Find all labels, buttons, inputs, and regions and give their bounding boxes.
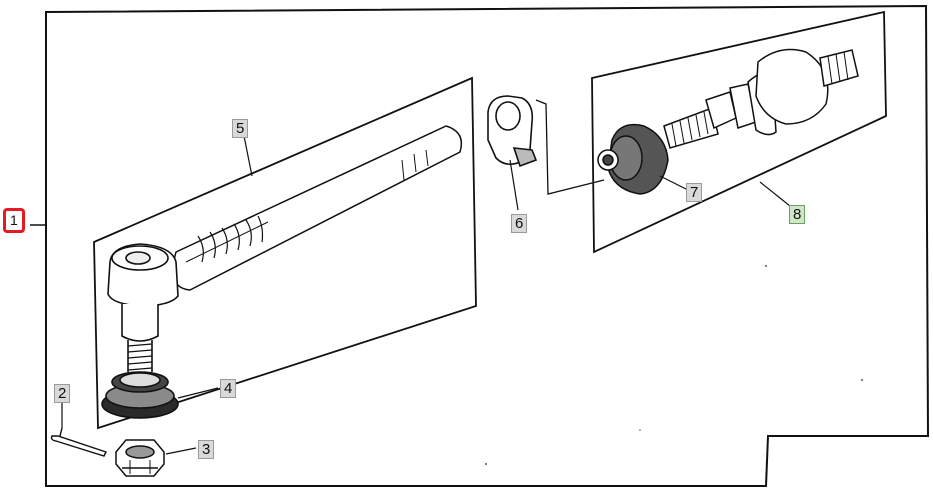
outer-frame (45, 4, 930, 487)
callout-6[interactable]: 6 (511, 214, 528, 233)
callout-5[interactable]: 5 (232, 119, 249, 138)
cotter-pin (50, 427, 107, 457)
leader-line-5 (243, 135, 253, 177)
tie-rod-panel (93, 76, 477, 430)
inner-tie-rod (663, 48, 859, 149)
callout-4[interactable]: 4 (220, 379, 237, 398)
tie-rod-tube (172, 125, 463, 291)
inner-joint-panel (591, 10, 887, 254)
leader-line-4 (177, 387, 219, 399)
callout-2[interactable]: 2 (54, 384, 71, 403)
leader-line-8 (759, 181, 791, 207)
scan-noise (485, 265, 863, 465)
leader-line-7 (659, 175, 689, 191)
tie-rod-end (107, 243, 179, 372)
leader-line-3 (165, 447, 197, 455)
callout-1[interactable]: 1 (3, 208, 25, 233)
clamp (487, 95, 538, 168)
inner-ball-joint (597, 123, 669, 195)
dust-boot (101, 371, 179, 419)
callout-3[interactable]: 3 (198, 440, 215, 459)
callout-7[interactable]: 7 (686, 183, 703, 202)
leader-line-6 (509, 159, 519, 211)
connector-line (535, 99, 605, 195)
castle-nut (115, 439, 165, 477)
callout-8[interactable]: 8 (789, 205, 806, 224)
